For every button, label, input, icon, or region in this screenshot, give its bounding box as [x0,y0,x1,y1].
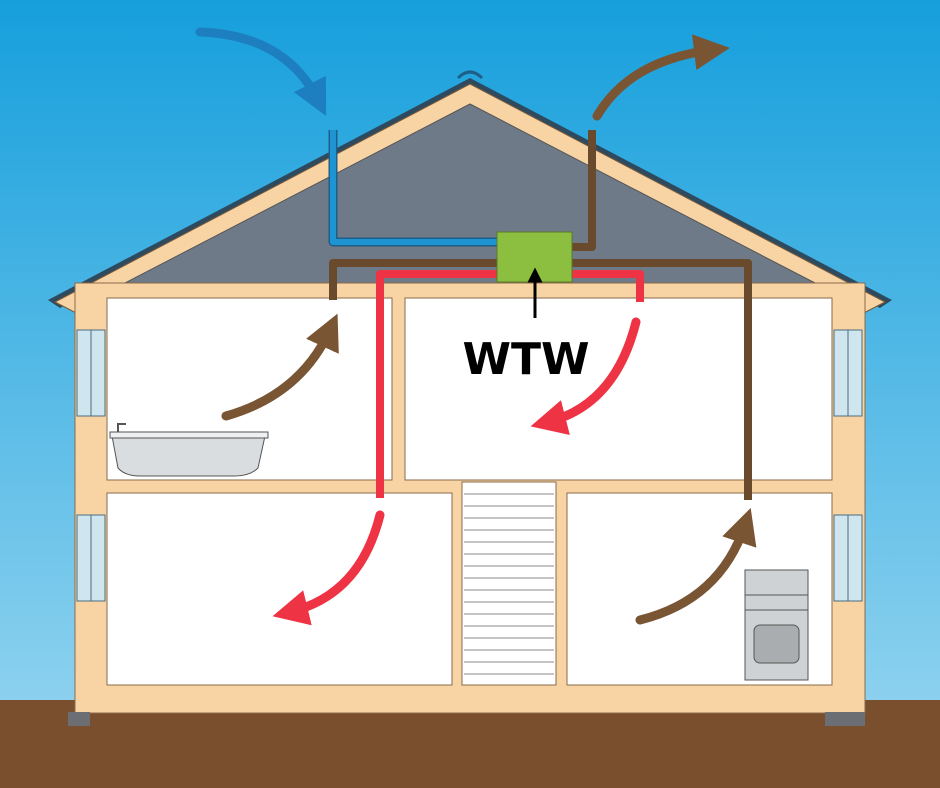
footing-right [825,712,865,726]
living-supply-arrow [272,510,385,626]
room-living [106,492,453,686]
footing-left [68,712,90,726]
stove [744,569,809,681]
wtw-label: WTW [462,334,589,385]
window [833,514,863,602]
wtw-unit [496,231,573,283]
kitchen-extract-arrow [635,507,757,625]
room-bedroom [404,297,833,481]
window [833,329,863,417]
fresh-air-duct [330,130,500,245]
window [76,514,106,602]
airflow-arrows [195,27,757,626]
bathtub [109,423,269,477]
window [76,329,106,417]
fresh-air-intake-arrow [195,27,327,117]
bathroom-extract-arrow [221,313,339,421]
exhaust-air-arrow [592,34,730,121]
roof-vent [456,70,484,80]
windows [76,329,863,602]
staircase [461,481,557,686]
ground [0,700,940,788]
bedroom-supply-arrow [530,317,641,436]
exhaust-duct [572,130,596,251]
